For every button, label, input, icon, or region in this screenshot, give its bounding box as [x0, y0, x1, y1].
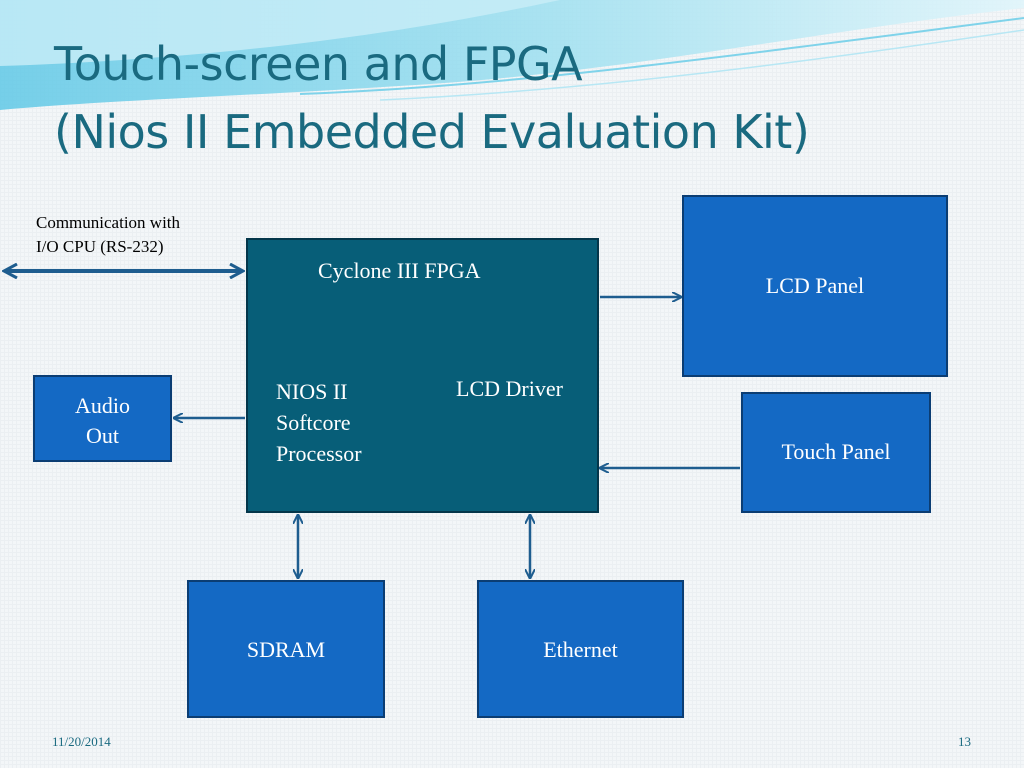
ethernet-label: Ethernet: [543, 637, 618, 662]
sdram-label: SDRAM: [246, 637, 326, 662]
header-swoosh-decoration: [0, 0, 1024, 110]
ethernet-block: Ethernet: [477, 580, 684, 718]
slide-page-number: 13: [958, 734, 971, 749]
title-line-1: Touch-screen and FPGA: [54, 37, 583, 91]
nios-processor-label: NIOS II Softcore Processor: [276, 376, 362, 469]
slide-date: 11/20/2014: [52, 734, 111, 749]
comm-label: Communication with I/O CPU (RS-232): [36, 211, 180, 259]
title-line-2: (Nios II Embedded Evaluation Kit): [54, 105, 810, 159]
audio-line-1: Audio: [75, 393, 130, 418]
fpga-block: Cyclone III FPGA NIOS II Softcore Proces…: [246, 238, 599, 513]
fpga-title: Cyclone III FPGA: [318, 258, 481, 283]
lcd-driver-label: LCD Driver: [456, 376, 563, 401]
nios-line-1: NIOS II: [276, 379, 348, 404]
lcd-panel-label: LCD Panel: [765, 273, 865, 298]
nios-line-2: Softcore: [276, 410, 351, 435]
nios-line-3: Processor: [276, 441, 362, 466]
comm-label-line-2: I/O CPU (RS-232): [36, 237, 164, 256]
sdram-block: SDRAM: [187, 580, 385, 718]
comm-label-line-1: Communication with: [36, 213, 181, 232]
audio-out-block: Audio Out: [33, 375, 172, 462]
slide-title: Touch-screen and FPGA (Nios II Embedded …: [54, 30, 810, 166]
touch-panel-label: Touch Panel: [781, 439, 891, 464]
touch-panel-block: Touch Panel: [741, 392, 931, 513]
lcd-panel-block: LCD Panel: [682, 195, 948, 377]
audio-line-2: Out: [86, 423, 119, 448]
